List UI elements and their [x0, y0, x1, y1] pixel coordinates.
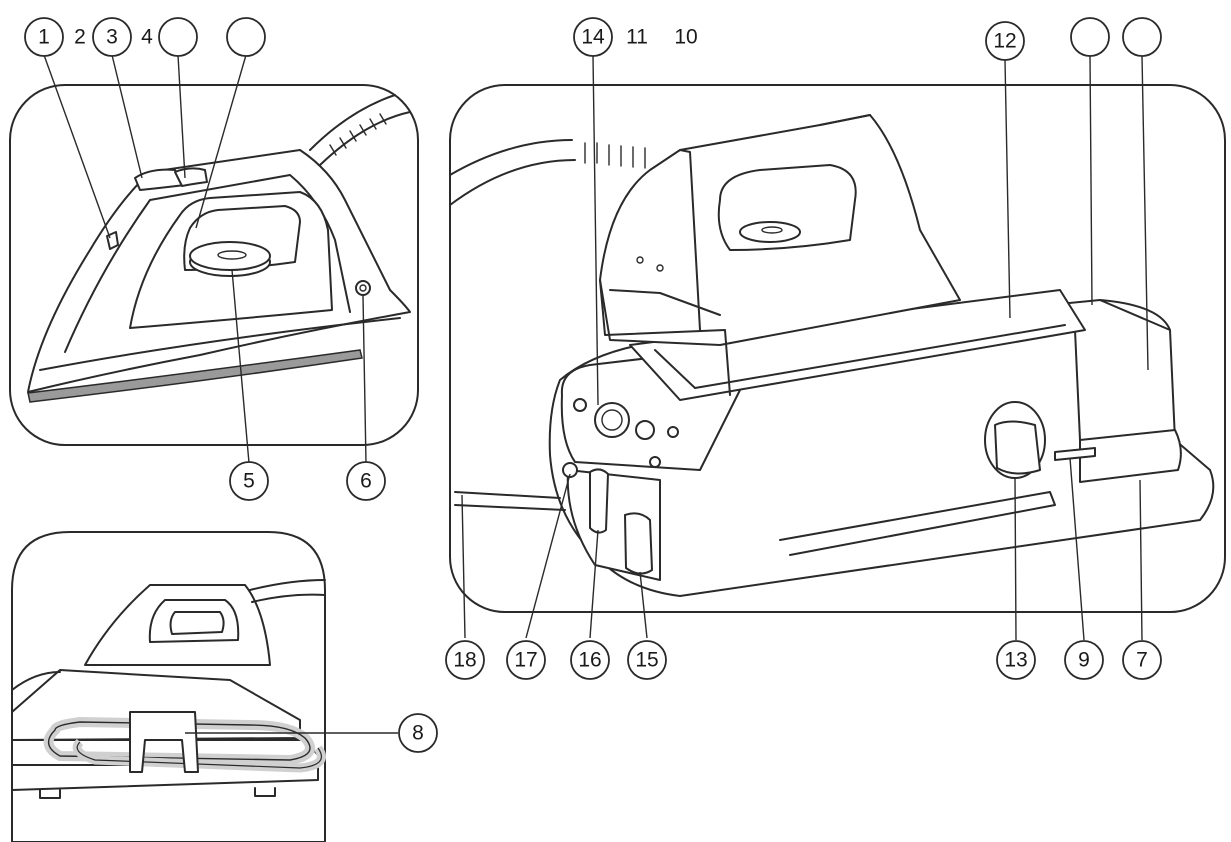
svg-text:17: 17	[514, 649, 537, 672]
label-10: 10	[674, 26, 697, 49]
svg-text:5: 5	[243, 470, 255, 493]
callout-14: 14	[573, 17, 613, 57]
callout-8: 8	[398, 713, 438, 753]
callout-13: 13	[996, 640, 1036, 680]
callout-17: 17	[506, 640, 546, 680]
panel-steam-station	[449, 84, 1226, 613]
svg-text:3: 3	[106, 26, 118, 49]
svg-text:9: 9	[1078, 649, 1090, 672]
callout-5: 5	[229, 461, 269, 501]
callout-blank-c	[1070, 17, 1110, 57]
label-2: 2	[74, 26, 86, 49]
leader-lines	[43, 54, 1149, 734]
svg-text:12: 12	[993, 30, 1016, 53]
callout-blank-b	[226, 17, 266, 57]
svg-text:7: 7	[1136, 649, 1148, 672]
svg-text:15: 15	[635, 649, 658, 672]
callout-1: 1	[24, 17, 64, 57]
svg-text:16: 16	[578, 649, 601, 672]
label-11: 11	[626, 26, 648, 49]
svg-text:18: 18	[453, 649, 476, 672]
svg-text:14: 14	[581, 26, 605, 49]
svg-text:8: 8	[412, 722, 424, 745]
callout-16: 16	[570, 640, 610, 680]
callout-7: 7	[1122, 640, 1162, 680]
callout-6: 6	[346, 461, 386, 501]
callout-15: 15	[627, 640, 667, 680]
soleplate	[27, 349, 363, 403]
panel-cord-storage	[11, 531, 326, 842]
svg-text:1: 1	[38, 26, 50, 49]
callout-9: 9	[1064, 640, 1104, 680]
callout-18: 18	[445, 640, 485, 680]
callout-blank-d	[1122, 17, 1162, 57]
svg-text:6: 6	[360, 470, 372, 493]
callout-blank-a	[158, 17, 198, 57]
callout-3: 3	[92, 17, 132, 57]
svg-text:13: 13	[1004, 649, 1027, 672]
callouts: 1 2 3 4 5 6 8 14 11 10	[24, 17, 1162, 753]
label-4: 4	[141, 26, 153, 49]
panel-iron	[9, 84, 419, 446]
callout-12: 12	[985, 21, 1025, 61]
